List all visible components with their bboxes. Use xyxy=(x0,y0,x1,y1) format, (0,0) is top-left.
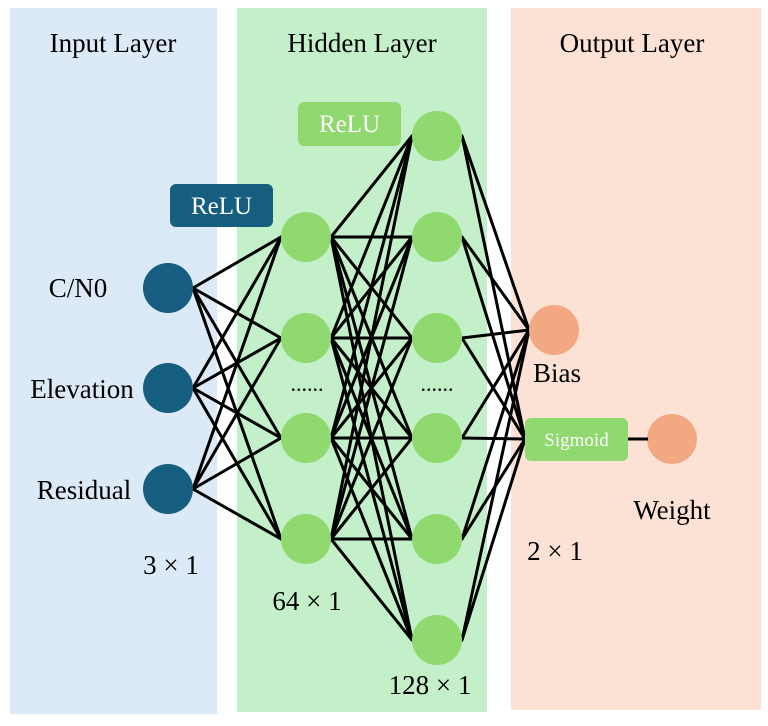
feature-label-residual: Residual xyxy=(37,475,132,505)
edge-h1-3-h2-1 xyxy=(329,235,414,541)
edge-h2-5-sigmoid xyxy=(460,437,527,642)
input-layer-panel xyxy=(10,8,217,714)
edge-h2-4-bias xyxy=(460,328,531,541)
hidden1-node-2 xyxy=(281,413,331,463)
hidden-activation-label: ReLU xyxy=(319,111,380,138)
input-size-label: 3 × 1 xyxy=(143,550,199,580)
sigmoid-badge xyxy=(525,418,628,461)
edge-h2-5-bias xyxy=(460,328,531,642)
hidden2-node-1 xyxy=(412,212,462,262)
edge-input-2-h1-3 xyxy=(191,487,283,541)
hidden1-node-3 xyxy=(281,514,331,564)
edge-input-2-h1-2 xyxy=(191,436,283,491)
edge-h2-1-sigmoid xyxy=(460,235,527,441)
edge-h2-2-bias xyxy=(460,328,531,340)
connections xyxy=(191,134,531,642)
hidden1-node-1 xyxy=(281,313,331,363)
edge-h1-0-h2-0 xyxy=(329,134,414,239)
edge-h1-2-h2-0 xyxy=(329,134,414,440)
edge-h2-1-bias xyxy=(460,235,531,332)
hidden1-ellipsis: ...... xyxy=(291,371,324,396)
edge-input-2-h1-1 xyxy=(191,336,283,491)
edge-h1-1-h2-0 xyxy=(329,134,414,340)
edge-h1-3-h2-2 xyxy=(329,336,414,541)
output-layer-panel xyxy=(511,8,761,710)
hidden-activation-badge xyxy=(298,102,401,146)
edge-h2-0-sigmoid xyxy=(460,134,527,441)
output-layer-title: Output Layer xyxy=(560,28,705,58)
edge-h2-0-bias xyxy=(460,134,531,332)
output-node-bias xyxy=(529,305,579,355)
edge-h1-3-h2-0 xyxy=(329,134,414,541)
feature-label-elevation: Elevation xyxy=(30,374,134,404)
hidden2-node-5 xyxy=(412,615,462,665)
output-size-label: 2 × 1 xyxy=(527,536,583,566)
hidden2-ellipsis: ...... xyxy=(421,371,454,396)
edge-input-1-h1-0 xyxy=(191,235,283,390)
neurons xyxy=(143,111,697,665)
input-node-1 xyxy=(143,363,193,413)
input-activation-badge xyxy=(170,184,273,227)
weight-label: Weight xyxy=(633,495,711,525)
edge-input-0-h1-0 xyxy=(191,235,283,290)
sigmoid-label: Sigmoid xyxy=(544,430,609,451)
hidden2-node-4 xyxy=(412,514,462,564)
edge-h1-3-h2-3 xyxy=(329,436,414,541)
bias-label: Bias xyxy=(533,358,581,388)
input-node-0 xyxy=(143,263,193,313)
edge-h2-3-bias xyxy=(460,328,531,440)
input-node-2 xyxy=(143,464,193,514)
hidden2-node-0 xyxy=(412,111,462,161)
hidden2-node-2 xyxy=(412,313,462,363)
hidden-layer-title: Hidden Layer xyxy=(287,28,436,58)
hidden2-node-3 xyxy=(412,413,462,463)
edge-input-2-h1-0 xyxy=(191,235,283,491)
edge-h1-3-h2-5 xyxy=(329,537,414,642)
hidden2-size-label: 128 × 1 xyxy=(389,670,472,700)
output-node-weight xyxy=(647,414,697,464)
input-activation-label: ReLU xyxy=(191,193,252,220)
hidden1-node-0 xyxy=(281,212,331,262)
hidden1-size-label: 64 × 1 xyxy=(272,586,341,616)
feature-label-cn0: C/N0 xyxy=(49,273,108,303)
input-layer-title: Input Layer xyxy=(50,28,177,58)
